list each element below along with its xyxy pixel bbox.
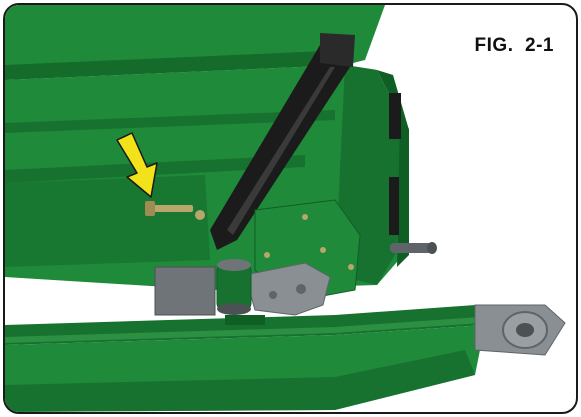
figure-label: FIG. 2-1 xyxy=(474,35,554,56)
pivot-cylinder-bottom xyxy=(217,303,251,315)
side-bracket-upper xyxy=(389,93,401,139)
bolt-nut xyxy=(195,210,205,220)
hopper-upper-edge xyxy=(5,50,350,80)
hitch-ring-hole xyxy=(516,323,534,337)
pivot-cylinder-top xyxy=(217,259,251,271)
bracket-bolt xyxy=(401,126,409,134)
plate-bolt-2 xyxy=(320,247,326,253)
bolt-icon xyxy=(151,205,193,212)
side-gray-plate xyxy=(154,266,216,316)
hopper-panel-shadow xyxy=(5,175,210,267)
bolt-head xyxy=(145,201,155,216)
frame-slot xyxy=(225,315,265,325)
adjustment-rod xyxy=(390,243,432,253)
plate-bolt-3 xyxy=(348,264,354,270)
plate-bolt-1 xyxy=(302,214,308,220)
spreader-illustration xyxy=(5,5,566,412)
hinge-pin xyxy=(296,284,306,294)
frame-rail-highlight xyxy=(5,317,482,343)
hinge-pin-2 xyxy=(269,291,277,299)
feed-channel-highlight xyxy=(227,67,335,235)
rod-end xyxy=(427,242,437,254)
hinge-casting xyxy=(244,262,331,316)
frame-rail-shadow xyxy=(5,350,475,412)
side-bracket-lower xyxy=(389,177,399,235)
hopper-rib-top xyxy=(5,110,335,133)
plate-bolt-4 xyxy=(264,252,270,258)
arrow-icon xyxy=(116,132,158,198)
feed-channel-top xyxy=(320,33,355,67)
figure-frame: FIG. 2-1 xyxy=(3,3,578,414)
